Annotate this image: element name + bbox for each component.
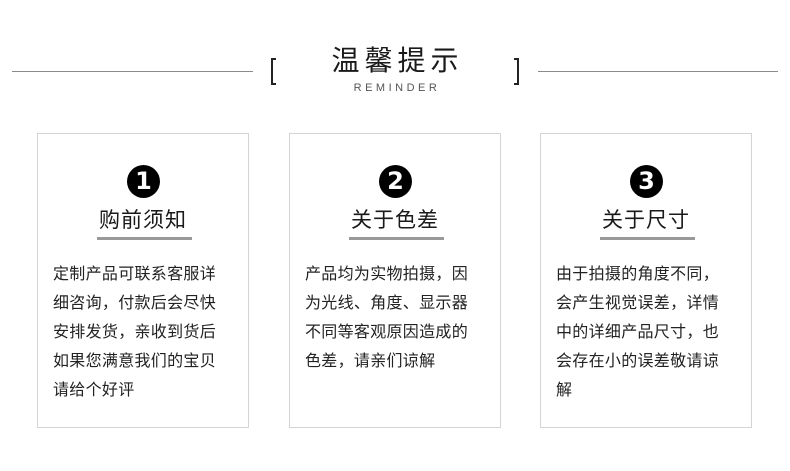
page-title: 温馨提示 [331,44,464,77]
page-subtitle: REMINDER [353,82,441,94]
notice-card-size: 3 关于尺寸 由于拍摄的角度不同， 会产生视觉误差，详情 中的详细产品尺寸，也 … [540,133,752,428]
number-1-icon: 1 [127,165,160,198]
card-line: 细咨询，付款后会尽快 [53,293,217,312]
card-title-underline [600,237,695,240]
card-title: 购前须知 [99,208,187,232]
card-line: 不同等客观原因造成的 [305,322,469,341]
card-line: 定制产品可联系客服详 [53,264,217,283]
card-line: 会产生视觉误差，详情 [556,293,720,312]
card-line: 产品均为实物拍摄，因 [305,264,469,283]
card-line: 色差，请亲们谅解 [305,351,436,370]
card-title: 关于尺寸 [602,208,690,232]
notice-card-color-difference: 2 关于色差 产品均为实物拍摄，因 为光线、角度、显示器 不同等客观原因造成的 … [289,133,501,428]
number-2-icon: 2 [379,165,412,198]
card-line: 为光线、角度、显示器 [305,293,469,312]
card-title-underline [97,237,192,240]
card-body: 定制产品可联系客服详 细咨询，付款后会尽快 安排发货，亲收到货后 如果您满意我们… [53,259,243,404]
card-line: 解 [556,380,573,399]
card-line: 安排发货，亲收到货后 [53,322,217,341]
card-line: 会存在小的误差敬请谅 [556,351,720,370]
header-rule-left [12,71,253,72]
number-3-icon: 3 [630,165,663,198]
notice-card-purchase: 1 购前须知 定制产品可联系客服详 细咨询，付款后会尽快 安排发货，亲收到货后 … [37,133,249,428]
card-line: 如果您满意我们的宝贝 [53,351,217,370]
header-bracket-right [514,58,519,85]
card-line: 中的详细产品尺寸，也 [556,322,720,341]
card-line: 请给个好评 [53,380,135,399]
card-line: 由于拍摄的角度不同， [556,264,720,283]
card-title: 关于色差 [351,208,439,232]
card-title-underline [349,237,444,240]
header-bracket-left [271,58,276,85]
card-body: 由于拍摄的角度不同， 会产生视觉误差，详情 中的详细产品尺寸，也 会存在小的误差… [556,259,746,404]
card-body: 产品均为实物拍摄，因 为光线、角度、显示器 不同等客观原因造成的 色差，请亲们谅… [305,259,495,375]
header-rule-right [538,71,778,72]
